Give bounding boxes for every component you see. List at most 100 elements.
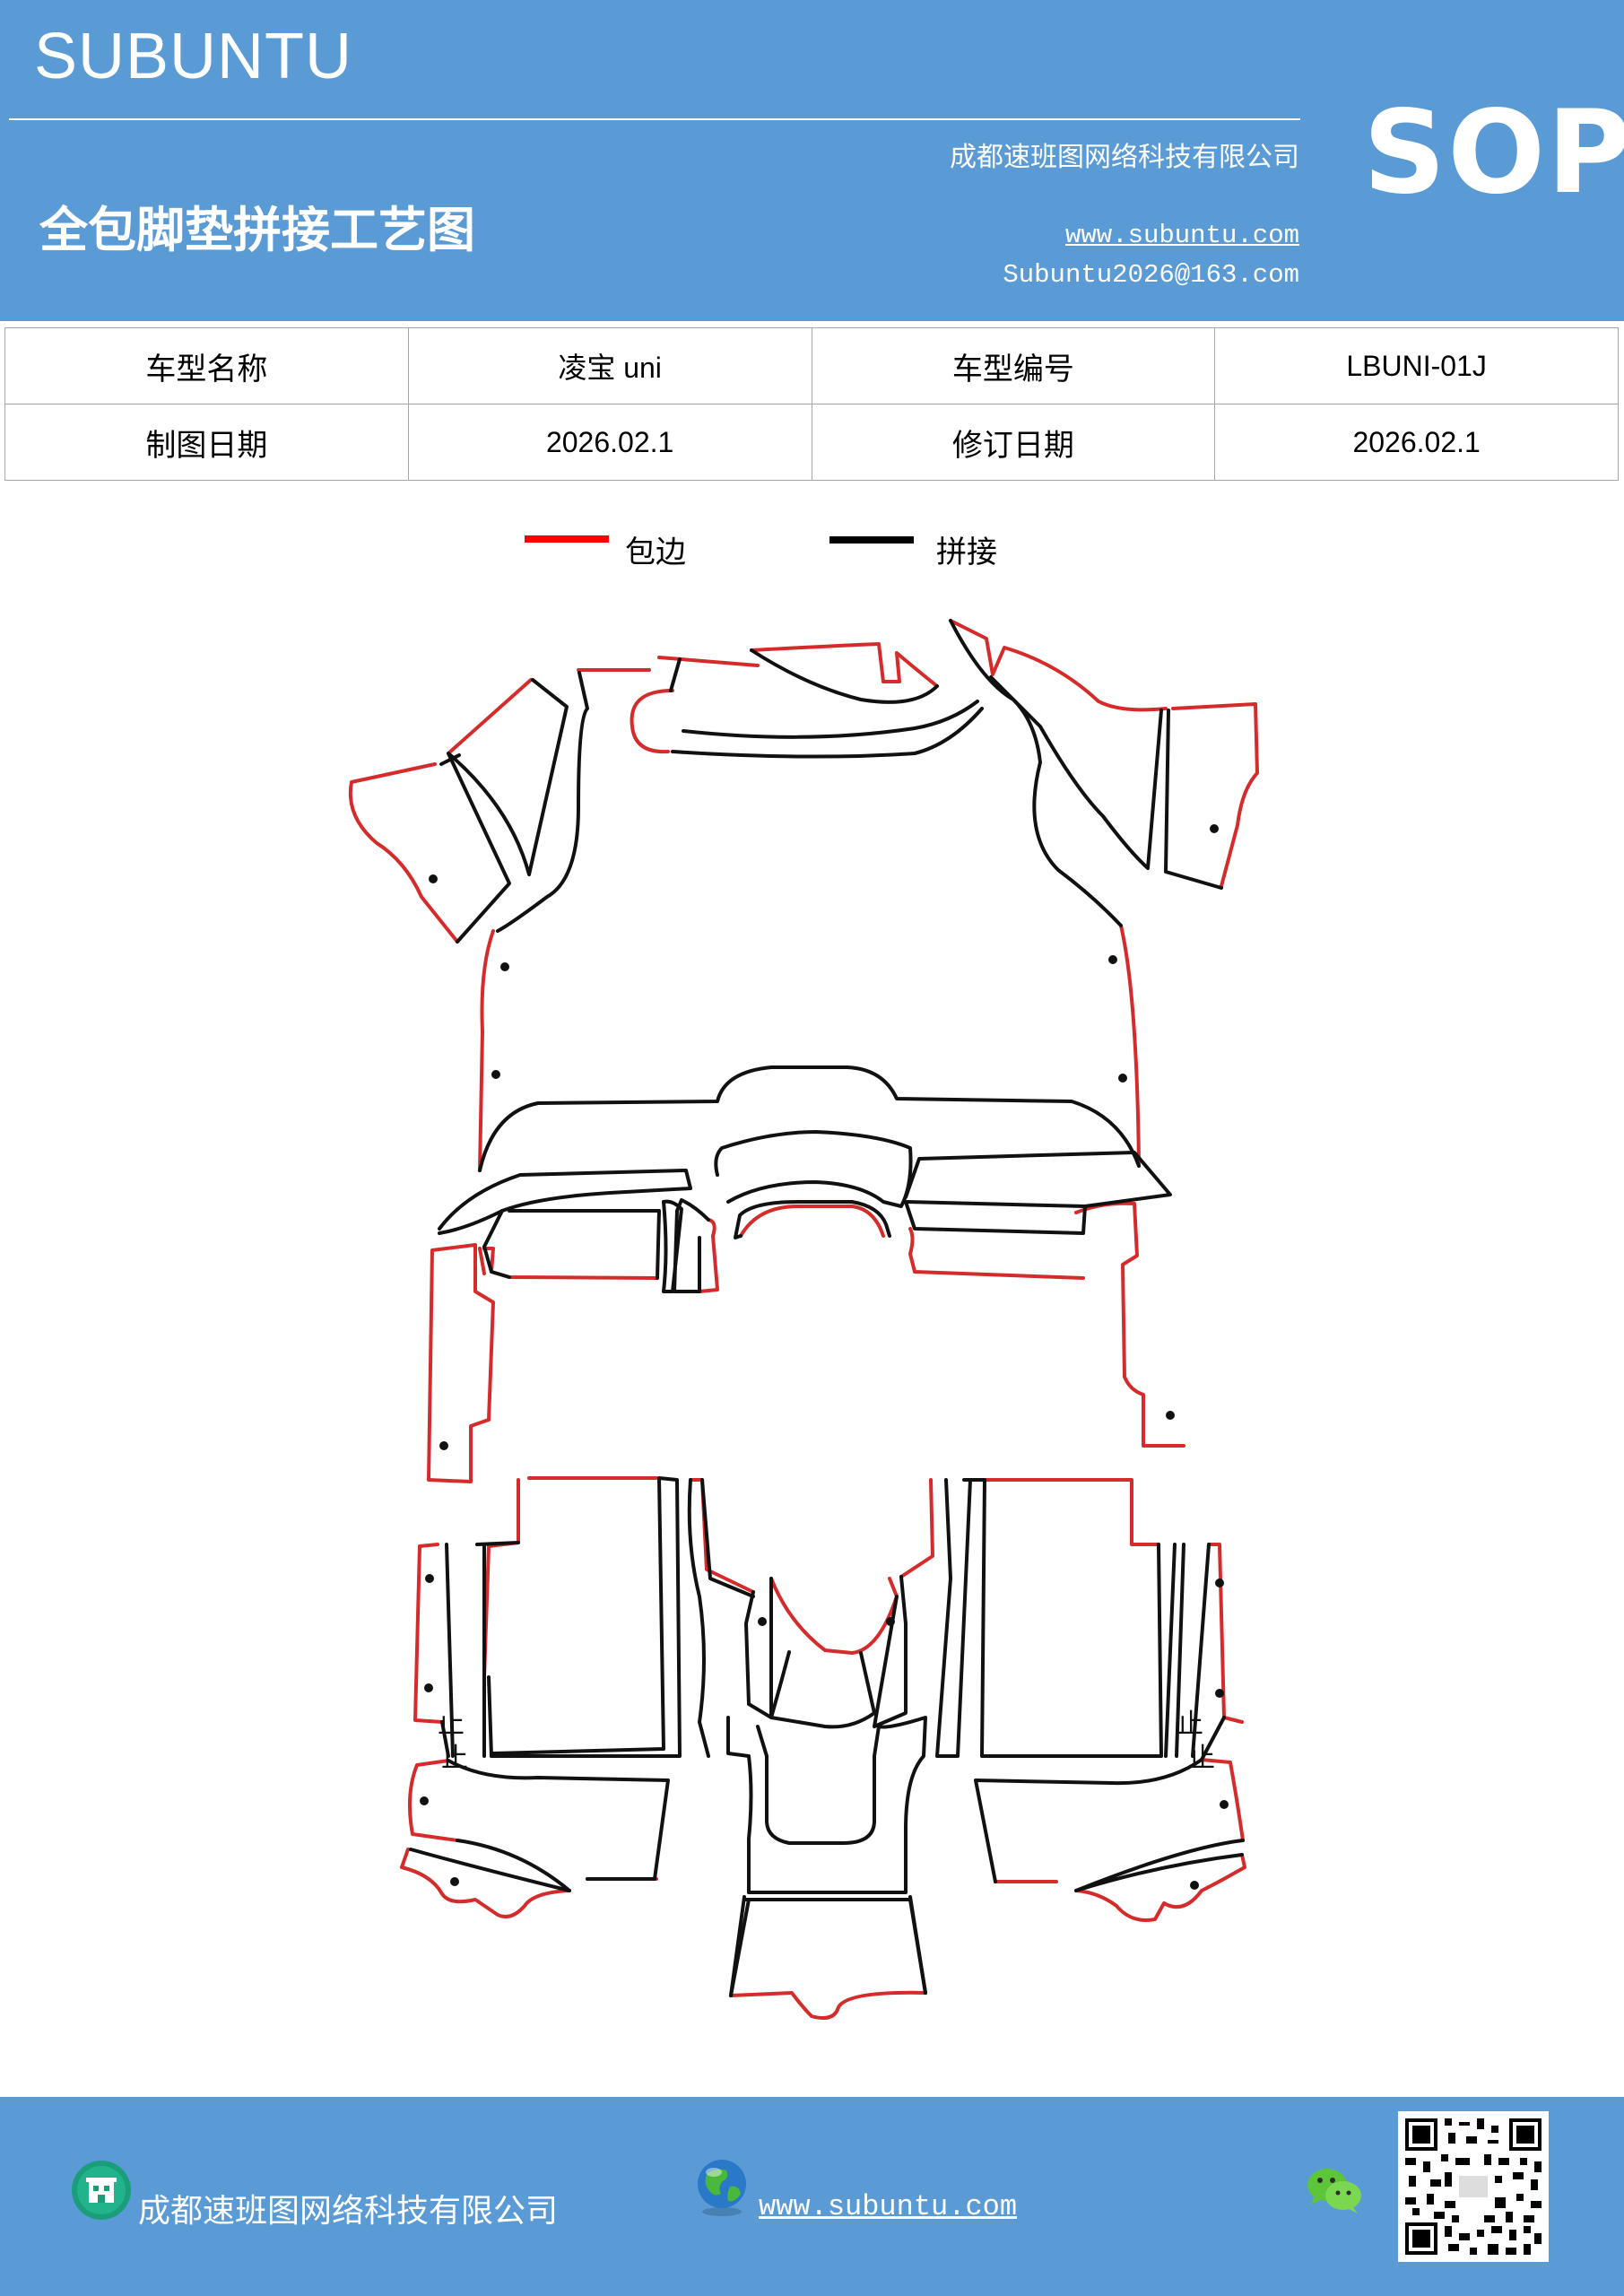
- seam-line: [478, 1065, 1141, 1172]
- seam-line: [769, 1650, 876, 1729]
- seam-line: [989, 675, 1163, 870]
- seam-line: [671, 707, 984, 759]
- header-company-name: 成都速班图网络科技有限公司: [950, 142, 1299, 173]
- seam-line: [447, 678, 569, 876]
- revise-date-label: 修订日期: [811, 404, 1216, 481]
- pin-dot: [420, 1796, 429, 1805]
- pin-dot: [1210, 824, 1219, 833]
- model-code-label: 车型编号: [811, 327, 1216, 404]
- edge-line: [348, 762, 459, 944]
- edge-line: [899, 1478, 934, 1578]
- document-title: 全包脚垫拼接工艺图: [39, 201, 475, 258]
- edge-line: [1074, 1201, 1185, 1448]
- revise-date-value: 2026.02.1: [1214, 404, 1619, 481]
- draw-date-value: 2026.02.1: [407, 404, 812, 481]
- seam-line: [729, 1898, 927, 1997]
- qr-code-icon: [1398, 2111, 1549, 2262]
- pin-dot: [491, 1070, 500, 1079]
- seam-line: [482, 1209, 511, 1279]
- seam-line: [447, 1759, 670, 1881]
- model-code-value: LBUNI-01J: [1214, 327, 1619, 404]
- edge-line: [482, 1478, 520, 1679]
- pin-dot: [1190, 1881, 1199, 1890]
- model-name-value: 凌宝 uni: [407, 327, 812, 404]
- globe-icon: [698, 2160, 746, 2216]
- seam-line: [700, 1478, 755, 1598]
- edge-line: [769, 1577, 899, 1655]
- header-banner: [0, 0, 1624, 321]
- pin-dot: [450, 1877, 459, 1886]
- wechat-icon: [1307, 2169, 1361, 2213]
- seam-line: [744, 1577, 773, 1719]
- seam-line: [440, 1720, 450, 1758]
- legend-seam-swatch: [829, 536, 914, 544]
- seam-line: [438, 1169, 692, 1235]
- seam-line: [508, 1209, 661, 1280]
- seam-line: [714, 1130, 913, 1208]
- edge-line: [1119, 924, 1141, 1168]
- pin-dot: [439, 1441, 448, 1450]
- seam-line: [662, 1199, 683, 1293]
- edge-line: [698, 1218, 719, 1293]
- seam-line: [1200, 1716, 1226, 1761]
- pin-dot: [429, 874, 438, 883]
- stop-marks: 止 止 止 止: [438, 1709, 1215, 1774]
- pin-dot: [1215, 1689, 1224, 1698]
- edge-line: [750, 642, 939, 688]
- seam-line: [673, 1198, 710, 1293]
- building-icon: [72, 2161, 131, 2220]
- floor-mat-diagram: 止 止 止 止: [348, 619, 1259, 2020]
- seam-line: [1074, 1839, 1245, 1892]
- seam-line: [949, 619, 1123, 927]
- seam-line: [904, 1200, 1087, 1235]
- seam-line: [669, 657, 979, 739]
- pin-dot: [424, 1683, 433, 1692]
- pin-dot: [1220, 1800, 1229, 1809]
- pin-dot: [886, 1617, 895, 1626]
- seam-line: [1164, 1543, 1211, 1758]
- edge-line: [482, 1247, 659, 1280]
- edge-line: [447, 678, 533, 755]
- pin-dot: [758, 1617, 767, 1626]
- header-email: Subuntu2026@163.com: [1003, 260, 1299, 290]
- header-website-link[interactable]: www.subuntu.com: [1064, 221, 1299, 250]
- vehicle-info-table: 车型名称 凌宝 uni 车型编号 LBUNI-01J 制图日期 2026.02.…: [4, 327, 1619, 481]
- brand-name: SUBUNTU: [34, 21, 353, 92]
- legend-edge-label: 包边: [625, 535, 686, 570]
- pin-dot: [1215, 1578, 1224, 1587]
- seam-line: [962, 1478, 1163, 1758]
- stop-mark: 止: [441, 1743, 468, 1774]
- seam-line: [1164, 709, 1223, 890]
- seam-lines: [409, 619, 1245, 1997]
- edge-line: [413, 1543, 444, 1724]
- footer-website-link[interactable]: www.subuntu.com: [759, 2190, 1018, 2223]
- edge-line: [908, 1227, 1085, 1280]
- edge-line: [478, 1247, 486, 1275]
- seam-line: [904, 1151, 1172, 1208]
- seam-line: [734, 1200, 891, 1239]
- edge-line: [739, 1205, 885, 1238]
- edge-line: [400, 1848, 571, 1918]
- table-row: 车型名称 凌宝 uni 车型编号 LBUNI-01J: [4, 327, 1619, 404]
- pin-dot: [1108, 955, 1117, 964]
- seam-line: [445, 1541, 520, 1758]
- seam-line: [974, 1758, 1203, 1883]
- footer-company-name: 成都速班图网络科技有限公司: [138, 2193, 559, 2230]
- header-divider: [9, 118, 1300, 120]
- pin-dot: [1166, 1411, 1175, 1420]
- positioning-dots: [420, 824, 1229, 1890]
- stop-mark: 止: [1177, 1709, 1203, 1740]
- edge-line: [983, 1478, 1160, 1546]
- legend-edge-swatch: [525, 535, 609, 543]
- edge-lines: [348, 619, 1259, 2020]
- seam-line: [439, 752, 511, 944]
- edge-line: [408, 1759, 459, 1842]
- pin-dot: [425, 1574, 434, 1583]
- edge-line: [657, 656, 760, 667]
- edge-line: [1200, 1758, 1245, 1842]
- stop-mark: 止: [1188, 1743, 1215, 1774]
- seam-line: [496, 671, 589, 933]
- edge-line: [427, 1243, 495, 1483]
- table-row: 制图日期 2026.02.1 修订日期 2026.02.1: [4, 404, 1619, 481]
- seam-line: [873, 1575, 908, 1728]
